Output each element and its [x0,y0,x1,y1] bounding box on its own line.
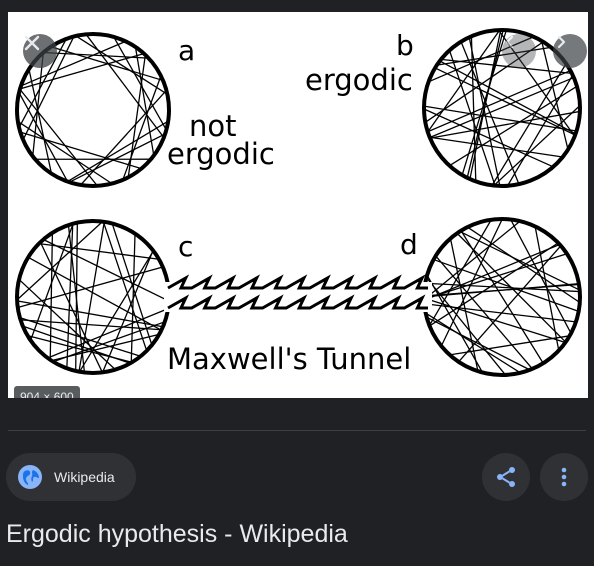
result-title[interactable]: Ergodic hypothesis - Wikipedia [6,520,348,548]
previous-image-button[interactable] [502,34,536,68]
ergodic-diagram: a b ergodic not ergodic c d Maxwell's Tu… [15,28,582,377]
label-d: d [400,228,418,261]
chevron-right-icon [557,35,566,49]
image-size-badge: 904 × 600 [14,386,80,398]
globe-icon [18,465,42,489]
circle-b [422,28,582,188]
more-options-button[interactable] [540,453,588,501]
next-image-button[interactable] [553,34,587,68]
label-ergodic: ergodic [305,63,413,97]
close-button[interactable] [23,34,57,68]
label-not-ergodic: ergodic [167,137,275,171]
source-name: Wikipedia [54,469,115,485]
source-chip[interactable]: Wikipedia [6,453,136,501]
tunnel-top-edge [167,274,428,290]
label-not: not [189,109,237,143]
label-tunnel: Maxwell's Tunnel [167,342,411,376]
more-vertical-icon [561,467,567,487]
close-icon [24,35,40,51]
label-b: b [396,29,414,62]
circle-a [15,32,171,188]
label-a: a [178,34,195,67]
image-preview[interactable]: a b ergodic not ergodic c d Maxwell's Tu… [8,12,588,398]
divider [8,430,586,431]
circle-d [422,217,582,377]
tunnel-bottom-edge [167,294,428,310]
chevron-left-icon [505,35,514,49]
share-button[interactable] [482,453,530,501]
label-c: c [178,230,193,263]
circle-c [15,219,171,375]
share-icon [497,467,515,487]
